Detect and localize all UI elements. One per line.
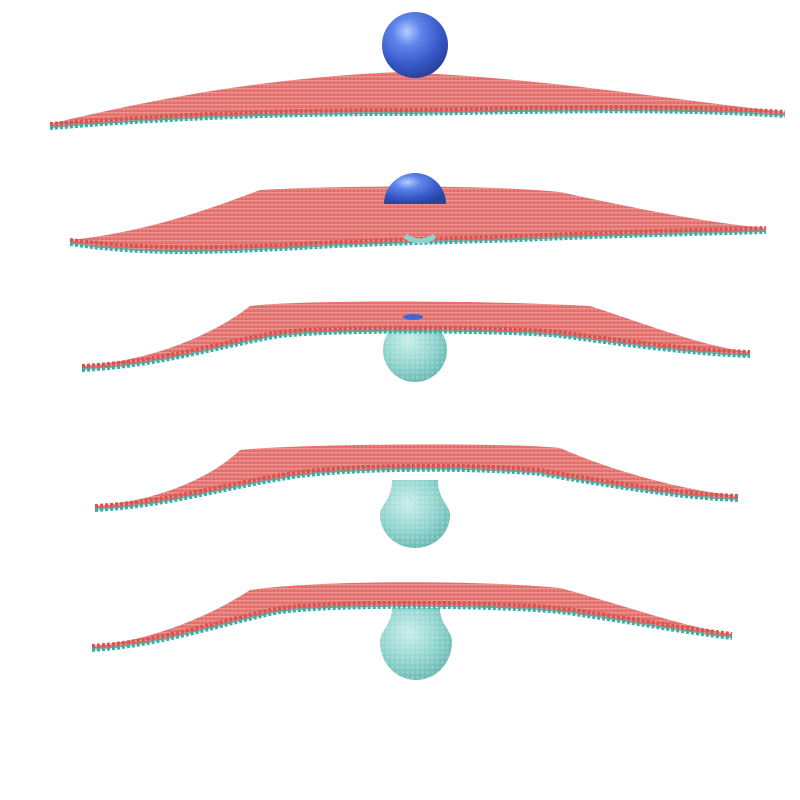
vesicle-shadow [403,233,437,244]
vesicle-texture [380,608,452,680]
nanoparticle [382,12,448,78]
membrane-head-beads [49,105,786,126]
membrane-tail-layer [94,467,739,512]
frame-3-particle-mostly-wrapped [81,301,751,382]
membrane-tail-layer [91,604,733,652]
frame-5-vesicle-neck-closing [91,582,733,680]
membrane-sheet [95,444,738,510]
membrane-head-beads [81,325,751,368]
nanoparticle-top [403,314,423,320]
membrane-sheet [82,301,750,370]
membrane-tail-layer [81,329,751,372]
vesicle-texture [383,318,447,382]
membrane-sheet [92,582,732,650]
vesicle-texture [380,480,450,548]
frame-1-particle-above-membrane [49,12,786,130]
frame-2-particle-partially-wrapped [69,173,767,254]
membrane-head-beads [94,463,739,508]
membrane-head-beads [91,600,733,648]
frame-4-vesicle-budding [94,444,739,548]
nanoparticle [384,173,446,204]
membrane-tail-layer [69,230,767,254]
membrane-tail-layer [49,109,786,130]
membrane-sheet [50,72,785,128]
